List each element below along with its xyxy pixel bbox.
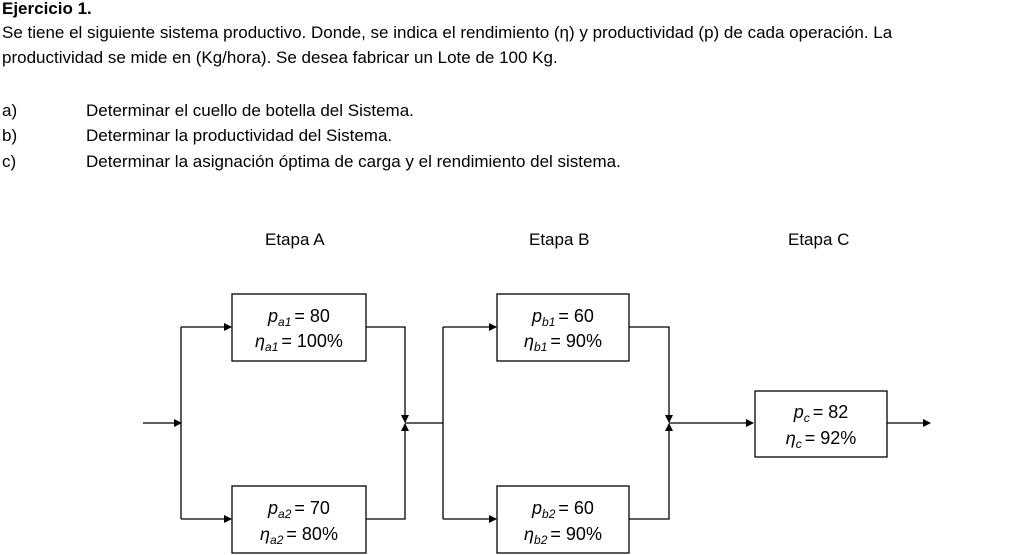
question-b-text: Determinar la productividad del Sistema. bbox=[86, 126, 393, 145]
b2-merge-line bbox=[629, 423, 673, 520]
c-efficiency: ηc= 92% bbox=[786, 428, 857, 451]
a2-productivity: pa2= 70 bbox=[267, 498, 330, 521]
intro-line-2: productividad se mide en (Kg/hora). Se d… bbox=[2, 48, 558, 67]
b2-efficiency: ηb2= 90% bbox=[524, 524, 602, 547]
question-b-mark: b) bbox=[2, 126, 18, 145]
a2-efficiency: ηa2= 80% bbox=[260, 524, 338, 547]
b1-efficiency: ηb1= 90% bbox=[524, 331, 602, 354]
a1-merge-line bbox=[366, 326, 409, 423]
exercise-heading: Ejercicio 1. bbox=[2, 0, 92, 18]
stage-c-label: Etapa C bbox=[788, 230, 850, 249]
box-c bbox=[754, 390, 888, 458]
question-a-text: Determinar el cuello de botella del Sist… bbox=[86, 101, 414, 120]
c-productivity: pc= 82 bbox=[793, 402, 849, 425]
question-c-text: Determinar la asignación óptima de carga… bbox=[86, 152, 621, 171]
a1-productivity: pa1= 80 bbox=[267, 306, 330, 329]
stage-a-label: Etapa A bbox=[265, 230, 325, 249]
a1-efficiency: ηa1= 100% bbox=[255, 331, 343, 354]
b2-productivity: pb2= 60 bbox=[531, 498, 594, 521]
intro-line-1: Se tiene el siguiente sistema productivo… bbox=[2, 23, 893, 42]
a2-merge-line bbox=[366, 423, 409, 520]
question-a-mark: a) bbox=[2, 101, 18, 120]
stage-b-label: Etapa B bbox=[529, 230, 590, 249]
question-c-mark: c) bbox=[2, 152, 17, 171]
b1-merge-line bbox=[629, 326, 673, 423]
b1-productivity: pb1= 60 bbox=[531, 306, 594, 329]
